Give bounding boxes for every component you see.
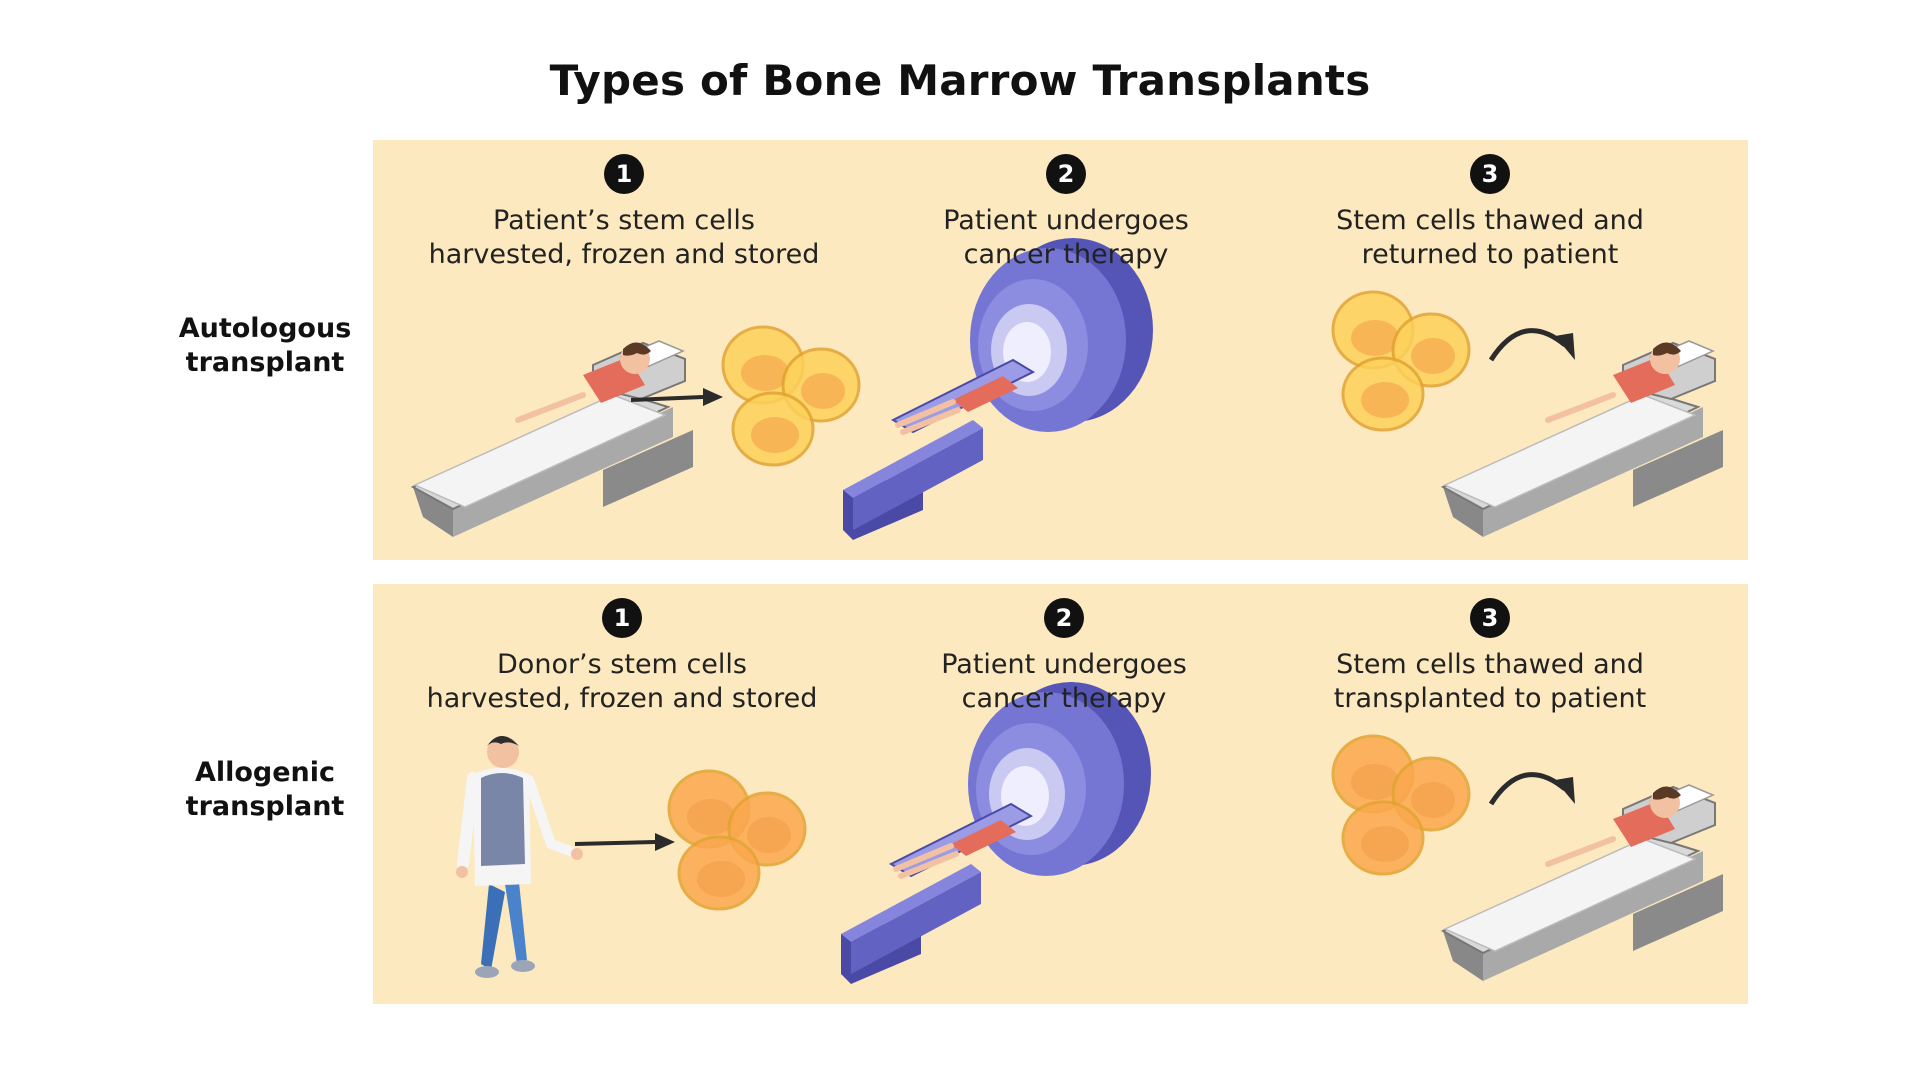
patient-in-bed-icon (1443, 341, 1723, 537)
step-number-badge: 3 (1470, 598, 1510, 638)
step-2: 2 Patient undergoes cancer therapy (829, 598, 1299, 716)
step-caption: Patient’s stem cells harvested, frozen a… (389, 204, 859, 272)
panel-illustration (373, 584, 1748, 1004)
step-caption: Patient undergoes cancer therapy (829, 648, 1299, 716)
step-number-badge: 2 (1044, 598, 1084, 638)
step-1: 1 Donor’s stem cells harvested, frozen a… (387, 598, 857, 716)
patient-in-bed-icon (413, 341, 693, 537)
therapy-machine-icon (841, 682, 1151, 984)
caption-line: Patient’s stem cells (493, 205, 755, 236)
arrow-right-icon (574, 833, 675, 851)
caption-line: cancer therapy (961, 683, 1167, 714)
caption-line: harvested, frozen and stored (428, 239, 820, 270)
stem-cell-cluster-icon (1331, 290, 1471, 432)
page-title: Types of Bone Marrow Transplants (549, 56, 1371, 105)
row-label-text: Autologous transplant (178, 313, 352, 378)
step-3: 3 Stem cells thawed and transplanted to … (1255, 598, 1725, 716)
arrow-right-icon (630, 388, 723, 406)
panel-allogenic: 1 Donor’s stem cells harvested, frozen a… (373, 584, 1748, 1004)
curved-arrow-icon (1488, 772, 1575, 806)
curved-arrow-icon (1488, 328, 1575, 362)
step-caption: Donor’s stem cells harvested, frozen and… (387, 648, 857, 716)
patient-in-bed-icon (1443, 785, 1723, 981)
step-caption: Stem cells thawed and transplanted to pa… (1255, 648, 1725, 716)
step-number-badge: 1 (602, 598, 642, 638)
caption-line: transplanted to patient (1333, 683, 1647, 714)
step-caption: Patient undergoes cancer therapy (831, 204, 1301, 272)
row-label-autologous: Autologous transplant (155, 312, 375, 380)
caption-line: returned to patient (1361, 239, 1619, 270)
step-number-badge: 3 (1470, 154, 1510, 194)
panel-illustration (373, 140, 1748, 560)
caption-line: Stem cells thawed and (1336, 649, 1644, 680)
row-label-text: Allogenic transplant (185, 757, 345, 822)
panel-autologous: 1 Patient’s stem cells harvested, frozen… (373, 140, 1748, 560)
step-2: 2 Patient undergoes cancer therapy (831, 154, 1301, 272)
caption-line: Patient undergoes (943, 205, 1189, 236)
step-number-badge: 1 (604, 154, 644, 194)
caption-line: cancer therapy (963, 239, 1169, 270)
caption-line: harvested, frozen and stored (426, 683, 818, 714)
stem-cell-cluster-icon (721, 325, 861, 467)
therapy-machine-icon (843, 238, 1153, 540)
caption-line: Stem cells thawed and (1336, 205, 1644, 236)
donor-person-icon (456, 736, 583, 978)
step-3: 3 Stem cells thawed and returned to pati… (1255, 154, 1725, 272)
caption-line: Patient undergoes (941, 649, 1187, 680)
row-label-allogenic: Allogenic transplant (155, 756, 375, 824)
stem-cell-cluster-icon (667, 769, 807, 911)
caption-line: Donor’s stem cells (497, 649, 747, 680)
step-number-badge: 2 (1046, 154, 1086, 194)
step-1: 1 Patient’s stem cells harvested, frozen… (389, 154, 859, 272)
step-caption: Stem cells thawed and returned to patien… (1255, 204, 1725, 272)
stem-cell-cluster-icon (1331, 734, 1471, 876)
